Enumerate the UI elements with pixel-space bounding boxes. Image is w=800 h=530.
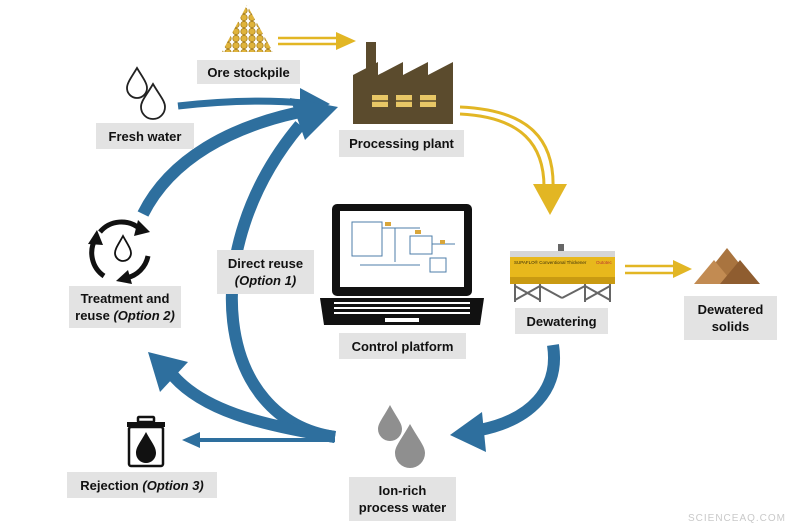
factory-icon bbox=[353, 42, 453, 124]
rejection-arrowhead bbox=[182, 432, 200, 448]
ion-rich-water-label: Ion-rich process water bbox=[349, 477, 456, 521]
gray-drops-icon bbox=[378, 405, 425, 468]
processing-plant-text: Processing plant bbox=[349, 136, 454, 151]
treatment-reuse-line1: Treatment and bbox=[80, 291, 170, 306]
dewatering-to-water-arrowhead bbox=[450, 412, 486, 452]
recycle-icon bbox=[88, 219, 151, 284]
fresh-water-arrow bbox=[177, 97, 306, 110]
ore-pile-icon bbox=[222, 5, 273, 52]
fresh-water-text: Fresh water bbox=[108, 128, 182, 144]
direct-reuse-arrowhead bbox=[290, 98, 338, 140]
ion-rich-line1: Ion-rich bbox=[378, 483, 427, 498]
to-solids-arrowhead bbox=[673, 260, 692, 278]
dewatered-solids-label: Dewatered solids bbox=[684, 296, 777, 340]
rejection-label: Rejection (Option 3) bbox=[67, 472, 217, 498]
to-treatment-arrowhead bbox=[148, 352, 188, 392]
ore-to-plant-arrowhead bbox=[336, 32, 356, 50]
plant-to-dewatering-arrowhead bbox=[533, 184, 567, 215]
water-drops-icon bbox=[126, 66, 166, 120]
ore-stockpile-text: Ore stockpile bbox=[207, 64, 290, 80]
control-platform-text: Control platform bbox=[351, 338, 454, 354]
to-treatment-arrow bbox=[165, 368, 336, 443]
watermark: SCIENCEAQ.COM bbox=[687, 513, 786, 524]
control-platform-label: Control platform bbox=[339, 333, 466, 359]
sediment-pile-icon bbox=[694, 248, 760, 284]
thickener-brand-text: SUPAFLO® Conventional Thickener bbox=[514, 259, 587, 265]
dewatering-text: Dewatering bbox=[526, 313, 597, 329]
rejection-text: Rejection bbox=[80, 477, 139, 493]
ore-stockpile-label: Ore stockpile bbox=[197, 60, 300, 84]
thickener-logo-text: Outotec bbox=[596, 260, 613, 265]
solids-flow-arrows bbox=[278, 32, 692, 278]
thickener-icon: SUPAFLO® Conventional Thickener Outotec bbox=[510, 244, 615, 302]
treatment-reuse-option-text: (Option 2) bbox=[113, 308, 175, 323]
waste-bin-icon bbox=[127, 415, 165, 468]
dewatering-label: Dewatering bbox=[515, 308, 608, 334]
direct-reuse-text: Direct reuse bbox=[227, 256, 304, 271]
dewatered-line1: Dewatered bbox=[697, 302, 764, 317]
dewatered-line2: solids bbox=[711, 319, 750, 334]
direct-reuse-label: Direct reuse (Option 1) bbox=[217, 250, 314, 294]
dewatering-to-water-arrow bbox=[478, 344, 560, 436]
laptop-icon bbox=[320, 204, 484, 325]
water-flow-arrows bbox=[137, 88, 560, 452]
fresh-water-label: Fresh water bbox=[96, 123, 194, 149]
direct-reuse-option-text: (Option 1) bbox=[234, 273, 297, 288]
treatment-reuse-label: Treatment and reuse (Option 2) bbox=[69, 286, 181, 328]
treatment-to-plant-arrow bbox=[137, 104, 312, 217]
rejection-option-text: (Option 3) bbox=[142, 477, 204, 493]
direct-reuse-arrow bbox=[225, 121, 336, 443]
processing-plant-label: Processing plant bbox=[339, 130, 464, 157]
ion-rich-line2: process water bbox=[358, 500, 447, 515]
treatment-reuse-line2: reuse bbox=[75, 308, 110, 323]
